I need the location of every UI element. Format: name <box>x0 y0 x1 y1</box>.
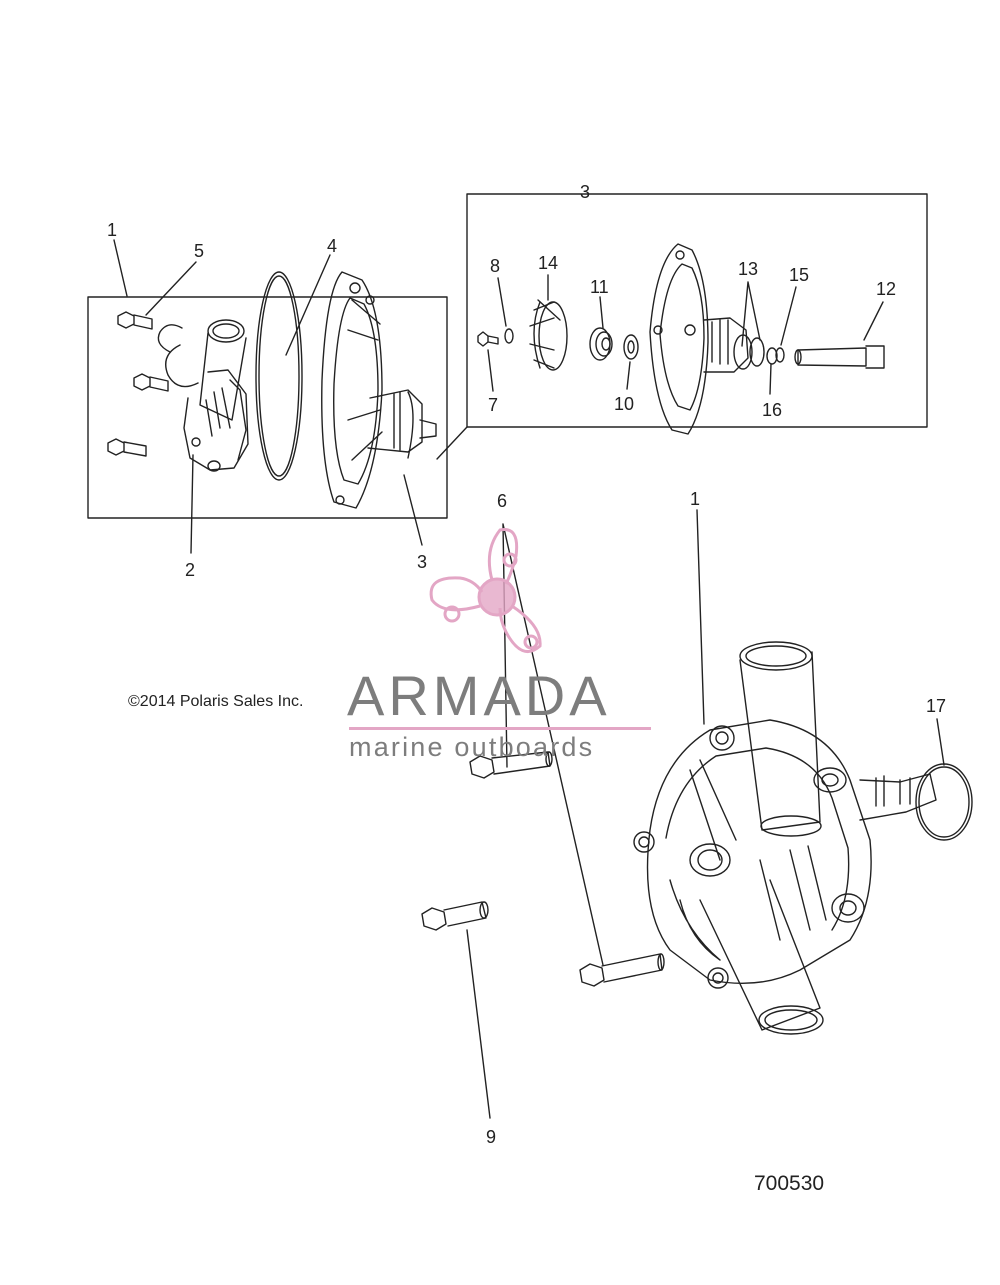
watermark-brand: ARMADA <box>347 664 611 727</box>
leader-line-17 <box>936 718 945 766</box>
leader-line-7 <box>487 349 494 392</box>
washer-10 <box>623 334 639 360</box>
leader-line-11 <box>599 296 604 329</box>
shaft <box>794 345 885 369</box>
o-ring-17-inner <box>918 766 970 838</box>
callout-15: 15 <box>789 265 810 285</box>
callout-9: 9 <box>486 1127 497 1147</box>
seal-11 <box>589 327 613 361</box>
o-ring-13a <box>733 334 753 370</box>
o-ring-large-inner <box>258 275 300 477</box>
washer-15 <box>775 347 785 363</box>
leader-line-5 <box>145 261 197 316</box>
impeller <box>529 299 568 371</box>
callout-2: 2 <box>185 560 196 580</box>
callout-8: 8 <box>490 256 501 276</box>
callout-6: 6 <box>497 491 508 511</box>
armada-propeller-logo <box>429 528 542 654</box>
drawing-number: 700530 <box>754 1172 825 1195</box>
o-ring-13b <box>749 337 765 367</box>
pump-housing-small <box>157 319 249 472</box>
bolt-main-lower <box>579 953 665 987</box>
bolt-middle <box>133 373 169 392</box>
bolt-top <box>117 311 153 330</box>
callout-12: 12 <box>876 279 897 299</box>
o-ring-17 <box>915 763 973 841</box>
watermark-tagline: marine outboards <box>349 732 595 762</box>
kit-frame <box>466 193 928 428</box>
leader-line-8 <box>497 277 507 327</box>
callout-16: 16 <box>762 400 783 420</box>
leader-line-3-bottom <box>403 474 423 546</box>
bolt-main-left <box>421 901 489 931</box>
callout-1-top: 1 <box>107 220 118 240</box>
exploded-view-frame <box>87 296 448 519</box>
water-pump-main-assembly <box>633 641 937 1035</box>
leader-line-kit <box>436 426 468 460</box>
bolt-bottom <box>107 438 147 457</box>
watermark-rule <box>349 727 651 730</box>
washer-10-hole <box>627 340 635 354</box>
copyright-notice: ©2014 Polaris Sales Inc. <box>128 693 304 710</box>
leader-line-12 <box>863 301 884 341</box>
callout-17: 17 <box>926 696 947 716</box>
leader-line-10 <box>626 361 631 390</box>
leader-line-9 <box>466 929 491 1119</box>
leader-line-1-top <box>113 239 128 297</box>
leader-line-16 <box>769 363 772 395</box>
leader-line-6 <box>502 523 604 966</box>
washer-16 <box>766 347 778 365</box>
washer-8 <box>504 328 514 344</box>
callout-11: 11 <box>590 277 609 297</box>
callout-3-kit: 3 <box>580 182 591 202</box>
callout-5: 5 <box>194 241 205 261</box>
pump-cover <box>649 243 749 435</box>
leader-line-2 <box>190 454 194 554</box>
o-ring-large <box>255 271 303 481</box>
callout-3-bottom: 3 <box>417 552 428 572</box>
callout-7: 7 <box>488 395 499 415</box>
leader-line-1-main <box>696 509 705 725</box>
bolt-main-upper <box>469 751 553 779</box>
leader-line-4 <box>285 254 331 356</box>
callout-4: 4 <box>327 236 338 256</box>
leader-line-13 <box>741 281 761 347</box>
water-pump-assembly-left <box>321 271 437 509</box>
callout-10: 10 <box>614 394 635 414</box>
callout-13: 13 <box>738 259 759 279</box>
leader-line-15 <box>780 286 797 346</box>
screw-small <box>477 331 499 347</box>
callout-14: 14 <box>538 253 559 273</box>
callout-1-main: 1 <box>690 489 701 509</box>
